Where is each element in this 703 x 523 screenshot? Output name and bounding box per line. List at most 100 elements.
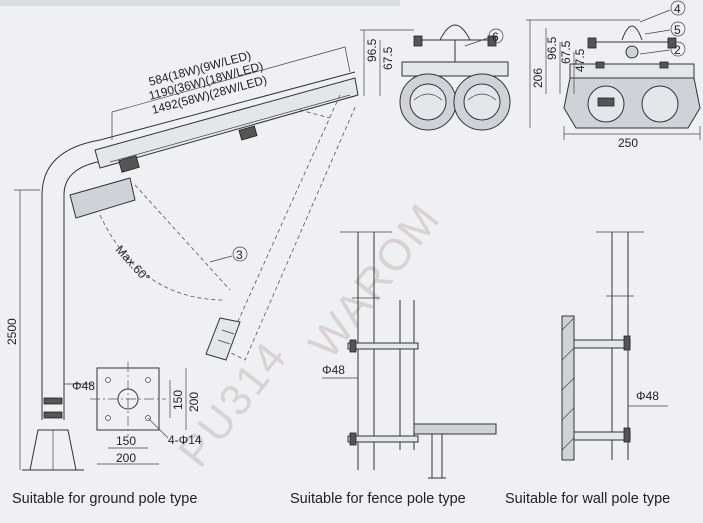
- front-lens-arc-right: [467, 93, 497, 101]
- callout-5-circle: [670, 21, 686, 37]
- tilt-angle-arc: [99, 214, 226, 301]
- callout-5-leader: [644, 29, 671, 35]
- header-strip: [0, 0, 400, 6]
- tilted-lamp-head: [205, 317, 241, 361]
- tilt-angle-label: Max.60°: [113, 243, 153, 285]
- length-ext-right: [344, 46, 351, 73]
- bolt-hole-tl: [105, 377, 111, 383]
- fence-clamp-top: [347, 342, 419, 350]
- wall-bolt-1: [623, 335, 631, 351]
- front-view: 96.5 67.5 6: [360, 24, 511, 131]
- side-47-5-label: 47.5: [573, 48, 587, 72]
- ground-pole-caption: Suitable for ground pole type: [12, 491, 198, 507]
- base-150-v-label: 150: [171, 390, 185, 410]
- wall-dia-label: Φ48: [636, 389, 659, 403]
- side-housing: [563, 77, 701, 129]
- lamp-body: [94, 77, 359, 169]
- bolt-hole-br: [145, 415, 151, 421]
- pole-dia-label: Φ48: [72, 379, 95, 393]
- pole-joint: [43, 397, 63, 405]
- wall-pole-assembly: Φ48: [561, 231, 668, 461]
- watermark: WAROM: [300, 194, 451, 368]
- lamp-end-cap: [118, 155, 140, 173]
- side-206-label: 206: [531, 68, 545, 88]
- side-view: 206 96.5 67.5 47.5 250 4 5 2: [526, 0, 701, 150]
- front-lens-arc-left: [413, 93, 443, 101]
- side-hook: [621, 25, 643, 41]
- wall-plate: [561, 315, 575, 461]
- base-200-h-label: 200: [116, 451, 136, 465]
- callout-3-leader: [209, 255, 233, 263]
- fence-dia-label: Φ48: [322, 363, 345, 377]
- fence-rail-beam: [428, 434, 446, 479]
- side-67-5-label: 67.5: [559, 40, 573, 64]
- callout-4-label: 4: [674, 2, 681, 16]
- pole-height-label: 2500: [5, 318, 19, 345]
- fence-pole-caption: Suitable for fence pole type: [290, 491, 466, 507]
- callout-3-circle: [232, 246, 248, 262]
- svg-text:WAROM: WAROM: [300, 194, 451, 368]
- front-nut-left: [413, 35, 423, 47]
- wall-hatch-1: [561, 317, 575, 331]
- bolt-hole-bl: [105, 415, 111, 421]
- callout-4-leader: [639, 9, 671, 23]
- wall-bracket-bottom: [573, 431, 631, 441]
- base-plate-view: 150 200 150 200 4-Φ14: [90, 362, 202, 465]
- side-bolt-2: [659, 61, 669, 69]
- callout-3-label: 3: [236, 248, 243, 262]
- pole-arc-outer: [41, 71, 356, 196]
- wall-hatch-3: [561, 377, 575, 391]
- callout-2-label: 2: [674, 43, 681, 57]
- base-150-h-label: 150: [116, 434, 136, 448]
- ground-pole-assembly: 2500 Φ48: [5, 71, 359, 471]
- side-label-plate: [597, 97, 615, 107]
- fence-clamp-bottom: [347, 435, 419, 443]
- side-bolt-1: [595, 61, 605, 69]
- hanger-hook: [439, 24, 471, 41]
- side-96-5-label: 96.5: [545, 36, 559, 60]
- base-200-v-label: 200: [187, 392, 201, 412]
- length-dim-line: [111, 46, 346, 113]
- holes-leader: [147, 417, 169, 439]
- front-lens-left: [409, 83, 447, 121]
- wall-hatch-4: [561, 407, 575, 421]
- bolt-hole-tr: [145, 377, 151, 383]
- wall-pole-caption: Suitable for wall pole type: [505, 491, 671, 507]
- tilted-lamp-outline: [224, 94, 357, 361]
- callout-2-circle: [670, 41, 686, 57]
- side-lens-right: [641, 85, 679, 123]
- holes-label: 4-Φ14: [168, 433, 202, 447]
- lamp-clamp: [69, 177, 136, 219]
- callout-5-label: 5: [674, 23, 681, 37]
- front-67-5-label: 67.5: [381, 46, 395, 70]
- front-lens-right: [463, 83, 501, 121]
- head-line-1: [221, 329, 235, 335]
- side-nut-right: [667, 37, 677, 49]
- wall-hatch-2: [561, 347, 575, 361]
- front-nut-right: [487, 35, 497, 47]
- wall-bolt-2: [623, 427, 631, 443]
- head-line-2: [217, 339, 231, 345]
- fence-rail: [413, 423, 497, 435]
- callout-6-circle: [488, 28, 504, 44]
- wall-bracket-top: [573, 339, 631, 349]
- pole-joint-2: [43, 411, 63, 419]
- side-mount-plate: [569, 63, 695, 79]
- wall-hatch-5: [561, 437, 575, 451]
- callout-4-circle: [670, 0, 686, 16]
- callout-2-leader: [639, 49, 671, 55]
- fence-pole-assembly: Φ48: [322, 231, 497, 479]
- tilt-ticks: [299, 109, 331, 119]
- callout-6-label: 6: [492, 30, 499, 44]
- lamp-seam: [109, 94, 351, 163]
- lamp-clip: [238, 125, 258, 141]
- tilt-angle-ray: [134, 184, 231, 291]
- fence-bolt-2: [349, 432, 357, 446]
- side-250-label: 250: [618, 136, 638, 150]
- side-nut-left: [587, 37, 597, 49]
- callout-6-leader: [464, 37, 489, 47]
- front-96-5-label: 96.5: [365, 38, 379, 62]
- fence-bolt-1: [349, 339, 357, 353]
